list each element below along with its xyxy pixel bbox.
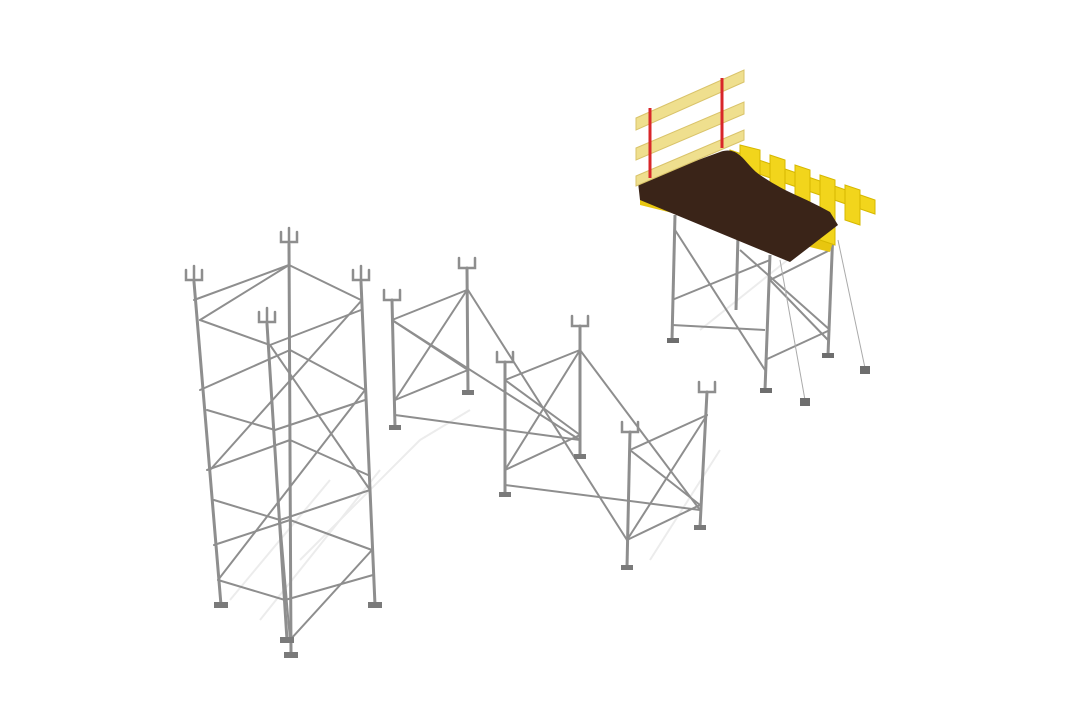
ground-shadows xyxy=(229,249,801,621)
deck-board xyxy=(638,150,838,262)
slab-table-platform xyxy=(635,69,876,406)
shoring-frames-middle xyxy=(382,256,717,570)
shoring-tower-left xyxy=(184,226,382,658)
